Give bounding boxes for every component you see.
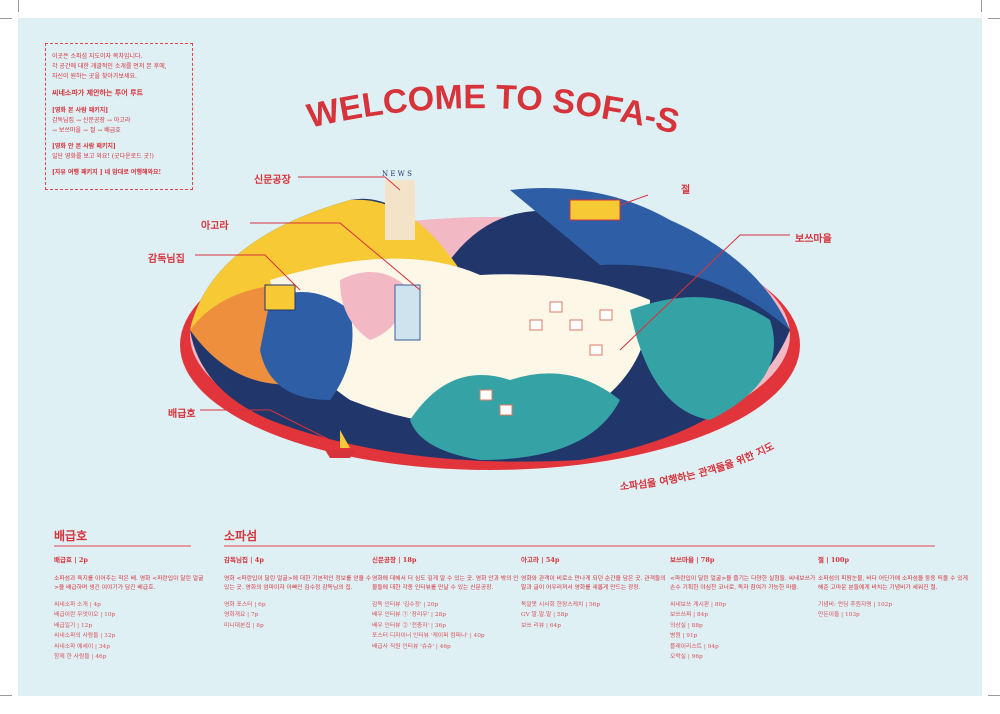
toc-item[interactable]: 씨네소파 소개 | 4p <box>54 601 101 608</box>
toc-item[interactable]: 병원 | 91p <box>670 633 698 639</box>
label-village[interactable]: 보쓰마을 <box>795 234 832 245</box>
label-ship[interactable]: 배급호 <box>168 409 196 420</box>
toc-item[interactable]: 만든이들 | 103p <box>818 612 860 618</box>
toc-item[interactable]: 플레이리스트 | 94p <box>670 643 719 650</box>
intro-line: 각 공간에 대한 개괄적인 소개를 먼저 본 후에, <box>52 63 167 70</box>
label-newspaper-factory[interactable]: 신문공장 <box>254 175 291 186</box>
toc-item[interactable]: 배급이란 무엇이오 | 10p <box>54 612 116 618</box>
package-title: [영화 안 본 사람 패키지] <box>52 143 116 150</box>
package-line: → 보쓰마을 → 절 → 배급호 <box>52 127 121 134</box>
divider <box>224 545 935 547</box>
toc-item[interactable]: 보쓰쓰찌 | 84p <box>670 612 709 618</box>
newspaper-factory <box>385 180 415 240</box>
label-director-house[interactable]: 감독님집 <box>148 254 185 265</box>
toc-description: 영화 <파란입이 달린 얼굴>에 대한 기본적인 정보를 얻을 수 있는 곳. … <box>224 575 372 592</box>
toc-item[interactable]: 독알못 시사회 현장스케치 | 56p <box>521 601 601 608</box>
toc-column: 아고라 | 54p 영화와 관객이 비로소 만나게 되던 순간을 담은 곳. 관객… <box>521 556 671 631</box>
temple <box>569 199 621 221</box>
intro-box: 이곳은 소파섬 지도이자 목차입니다. 각 공간에 대한 개괄적인 소개를 먼저 … <box>45 43 193 190</box>
toc-item[interactable]: 감독 인터뷰 '김수정' | 20p <box>372 601 439 608</box>
section-title-island: 소파섬 <box>224 529 258 543</box>
toc-item[interactable]: 오락실 | 96p <box>670 654 703 660</box>
toc-column: 절 | 100p 소파섬의 피땀눈물, 바다 어딘가에 소파섬을 둥둥 띄울 수 … <box>818 556 968 621</box>
section-title-ship: 배급호 <box>54 529 88 543</box>
toc-heading[interactable]: 배급호 | 2p <box>54 556 88 564</box>
label-temple[interactable]: 절 <box>681 185 691 196</box>
toc-description: 소파섬과 육지를 이어주는 작은 배. 영화 <파란입이 달린 얼굴>을 배급하… <box>54 575 204 592</box>
toc-item[interactable]: 씨네소파의 사람들 | 32p <box>54 633 116 639</box>
toc-description: <파란입이 달린 얼굴>을 즐기는 다양한 실험들. 씨네보쓰가 손수 기획한 … <box>670 575 816 592</box>
toc-item[interactable]: GV 말.말.말 | 58p <box>521 612 569 618</box>
toc-item[interactable]: 보쓰 리뷰 | 64p <box>521 622 561 629</box>
toc-column: 보쓰마을 | 78p <파란입이 달린 얼굴>을 즐기는 다양한 실험들. 씨네보… <box>670 556 820 663</box>
island-illustration: N E W S 소파섬을 여행하는 관객들을 위한 지도 WELCOME TO … <box>150 80 800 493</box>
toc-item[interactable]: 미니대본집 | 8p <box>224 622 264 629</box>
toc-item[interactable]: 기념비: 펀딩 후원자명 | 102p <box>818 601 893 608</box>
news-sign: N E W S <box>382 170 412 178</box>
free-package: [자유 여행 패키지 ] 네 맘대로 여행해와요! <box>52 169 162 176</box>
toc-column: 신문공장 | 18p 영화에 대해서 더 심도 깊게 알 수 있는 곳. 영화 안… <box>372 556 522 652</box>
toc-item[interactable]: 영화개요 | 7p <box>224 612 259 618</box>
toc-heading[interactable]: 아고라 | 54p <box>521 556 560 564</box>
toc-item[interactable]: 배우 인터뷰 ② '전충자' | 36p <box>372 622 446 629</box>
toc-description: 영화와 관객이 비로소 만나게 되던 순간을 담은 곳. 관객들의 말과 글이 … <box>521 575 666 592</box>
toc-item[interactable]: 함께 한 사람들 | 46p <box>54 654 107 660</box>
ship <box>325 450 355 458</box>
map-title: WELCOME TO SOFA-SUM <box>150 80 683 142</box>
toc-heading[interactable]: 절 | 100p <box>818 556 849 564</box>
toc-item[interactable]: 씨네보쓰 게시판 | 80p <box>670 601 726 608</box>
toc-column: 배급호 | 2p 소파섬과 육지를 이어주는 작은 배. 영화 <파란입이 달린 … <box>54 556 204 663</box>
tour-headline: 씨네소파가 제안하는 투어 루트 <box>52 88 144 97</box>
label-agora[interactable]: 아고라 <box>201 221 229 232</box>
toc-item[interactable]: 배급일기 | 12p <box>54 622 93 629</box>
intro-line: 이곳은 소파섬 지도이자 목차입니다. <box>52 53 143 60</box>
toc-item[interactable]: 씨네소파 에세이 | 34p <box>54 643 110 650</box>
toc-item[interactable]: 배급사 직원 인터뷰 '슈슈' | 46p <box>372 643 451 650</box>
toc-heading[interactable]: 신문공장 | 18p <box>372 556 417 564</box>
toc-item[interactable]: 포스터 디자이너 인터뷰 '케이퍼 컴퍼니' | 40p <box>372 633 485 639</box>
toc-item[interactable]: 영화 포스터 | 6p <box>224 601 266 608</box>
toc-heading[interactable]: 보쓰마을 | 78p <box>670 556 715 564</box>
agora-screen <box>394 284 421 341</box>
package-line: 일단 영화를 보고 와요! (굿다운로드 굿!) <box>52 153 154 160</box>
toc-description: 영화에 대해서 더 심도 깊게 알 수 있는 곳. 영화 안과 밖의 인물들에 … <box>372 575 519 592</box>
toc-heading[interactable]: 감독님집 | 4p <box>224 556 264 564</box>
toc-column: 감독님집 | 4p 영화 <파란입이 달린 얼굴>에 대한 기본적인 정보를 얻을… <box>224 556 374 631</box>
intro-line: 자신이 원하는 곳을 찾아가보세요. <box>52 73 137 80</box>
package-title: [영화 본 사람 패키지] <box>52 107 109 114</box>
director-house <box>264 284 296 311</box>
toc-item[interactable]: 배우 인터뷰 ① '장리우' | 28p <box>372 612 446 618</box>
toc-description: 소파섬의 피땀눈물, 바다 어딘가에 소파섬을 둥둥 띄울 수 있게 해준 고마… <box>818 575 968 592</box>
package-line: 감독님집 → 신문공장 → 아고라 <box>52 117 131 124</box>
toc-item[interactable]: 의상실 | 88p <box>670 622 703 629</box>
divider <box>54 545 191 547</box>
